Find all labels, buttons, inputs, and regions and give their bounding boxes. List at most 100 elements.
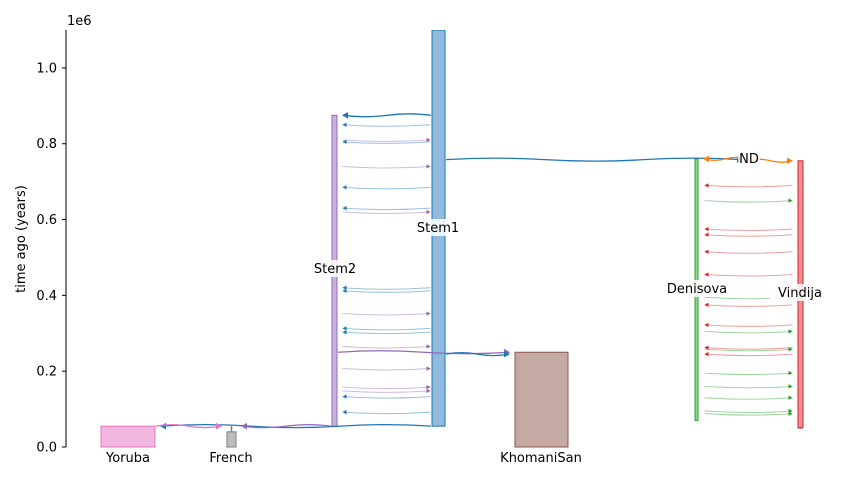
migration-line	[704, 324, 793, 327]
migration-line	[342, 396, 431, 399]
population-blocks	[100, 30, 804, 448]
migration-arrowhead	[704, 272, 709, 277]
migration-arrowhead	[342, 185, 347, 190]
split-line	[241, 424, 332, 429]
population-label-stem2: Stem2	[314, 262, 356, 277]
split-line	[337, 350, 510, 355]
migration-arrowhead	[704, 249, 709, 254]
migration-arrowhead	[342, 394, 347, 399]
migration-line	[704, 200, 793, 203]
migration-arrowhead	[342, 288, 347, 294]
y-tick-label: 0.8	[36, 137, 57, 152]
split-arrowhead	[160, 422, 166, 430]
migration-arrowhead	[788, 198, 793, 203]
migration-arrowhead	[788, 370, 793, 376]
migration-arrowhead	[704, 183, 709, 188]
split-line	[160, 424, 432, 429]
population-label-bg	[204, 449, 258, 466]
migration-line	[704, 353, 793, 357]
migration-line	[342, 331, 431, 335]
population-block-khomanisan	[514, 351, 569, 448]
migration-arrowhead	[342, 122, 347, 127]
migration-line	[704, 410, 793, 413]
migration-line	[342, 287, 431, 290]
y-axis-label: time ago (years)	[14, 185, 29, 293]
y-tick-label: 1.0	[36, 61, 57, 76]
population-label-denisova: Denisova	[667, 282, 727, 297]
migration-line	[704, 347, 793, 350]
migration-arrowhead	[788, 329, 793, 334]
migration-arrowhead	[704, 322, 709, 328]
population-label-vindija: Vindija	[778, 286, 822, 301]
split-arrowhead	[703, 155, 709, 163]
migration-arrowhead	[788, 411, 793, 416]
population-label-bg	[662, 280, 732, 297]
migration-arrowhead	[426, 384, 431, 390]
y-tick-label: 0.2	[36, 365, 57, 380]
y-tick-label: 0.4	[36, 289, 57, 304]
population-label-bg	[312, 260, 358, 277]
migration-arrowhead	[342, 205, 347, 211]
migration-arrowhead	[426, 164, 431, 169]
migration-arrowhead	[704, 351, 709, 357]
y-tick-label: 0.0	[36, 441, 57, 456]
migration-line	[704, 330, 793, 334]
migration-arrowhead	[342, 139, 347, 145]
migration-line	[342, 124, 431, 127]
population-label-bg	[499, 449, 583, 466]
migration-line	[704, 304, 793, 307]
y-axis-exponent: 1e6	[67, 14, 92, 29]
migration-line	[704, 184, 793, 188]
migration-line	[704, 274, 793, 277]
population-label-bg	[738, 150, 760, 167]
population-block-french	[226, 431, 237, 448]
population-label-yoruba: Yoruba	[105, 451, 150, 466]
migration-arrowhead	[788, 384, 793, 389]
migration-line	[342, 390, 431, 393]
migration-arrowhead	[342, 285, 347, 290]
migration-arrowhead	[426, 388, 431, 394]
y-tick-label: 0.6	[36, 213, 57, 228]
migration-arrowhead	[426, 366, 431, 371]
migration-arrowhead	[704, 232, 709, 237]
migration-line	[704, 251, 793, 254]
y-axis: 0.0 0.2 0.4 0.6 0.8 1.0 1e6 time ago (years)	[14, 14, 92, 456]
migration-line	[704, 234, 793, 237]
migration-arrowhead	[342, 326, 347, 331]
migration-arrowhead	[342, 409, 347, 415]
migration-arrowhead	[788, 395, 793, 400]
plot-area	[100, 30, 804, 448]
migration-arrowhead	[426, 311, 431, 316]
split-arrowhead	[787, 157, 793, 165]
migration-arrowhead	[788, 346, 793, 352]
migration-arrowhead	[426, 209, 431, 215]
migration-line	[342, 313, 431, 316]
split-line	[155, 424, 222, 429]
migration-line	[342, 411, 431, 415]
split-arrowhead	[342, 111, 348, 119]
migration-line	[342, 207, 431, 211]
migration-arrows	[342, 122, 793, 416]
split-arrowhead	[504, 350, 510, 358]
population-label-nd: ND	[739, 152, 759, 167]
migration-line	[704, 228, 793, 232]
migration-line	[342, 386, 431, 390]
split-arrowhead	[241, 422, 247, 430]
migration-line	[704, 385, 793, 389]
migration-line	[342, 165, 431, 169]
migration-arrowhead	[704, 302, 709, 308]
migration-line	[342, 139, 431, 142]
migration-line	[342, 186, 431, 190]
migration-arrowhead	[426, 137, 431, 143]
migration-arrowhead	[426, 344, 431, 349]
migration-line	[342, 211, 431, 214]
migration-line	[342, 368, 431, 371]
split-line	[342, 113, 432, 118]
migration-arrowhead	[342, 329, 347, 335]
migration-line	[342, 290, 431, 293]
population-label-bg	[101, 449, 155, 466]
migration-arrowhead	[704, 345, 709, 350]
migration-line	[342, 346, 431, 349]
